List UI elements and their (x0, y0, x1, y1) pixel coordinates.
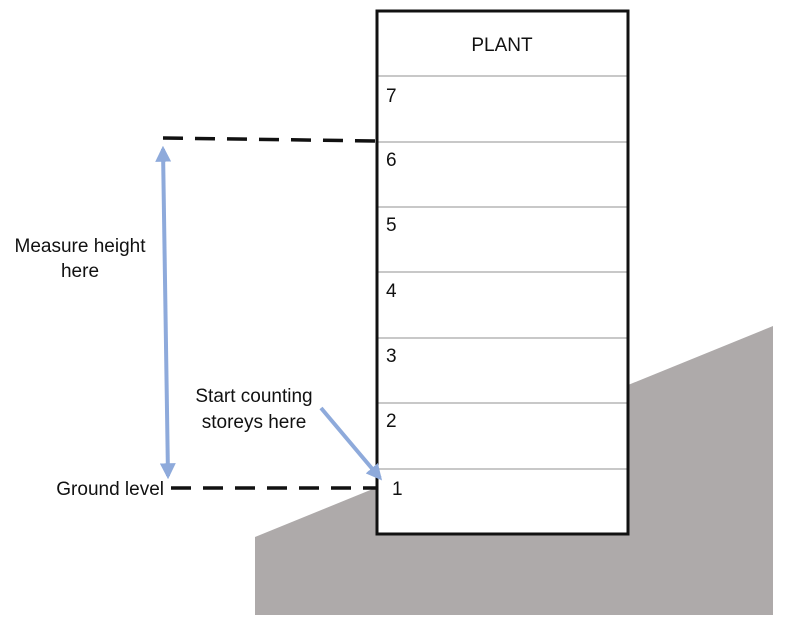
building-title: PLANT (471, 35, 533, 56)
count-start-arrow (319, 406, 383, 481)
storey-label-2: 2 (386, 411, 397, 432)
storey-label-4: 4 (386, 281, 397, 302)
storey-label-3: 3 (386, 346, 397, 367)
top-reference-dashed-line (162, 136, 378, 143)
storey-label-7: 7 (386, 86, 397, 107)
start-counting-label-line2: storeys here (202, 412, 307, 433)
storey-label-6: 6 (386, 150, 397, 171)
height-measurement-arrow (155, 145, 176, 480)
measure-height-label-line1: Measure height (15, 236, 147, 257)
start-counting-label-line1: Start counting (195, 386, 312, 407)
storey-label-1: 1 (392, 479, 403, 500)
storey-dividers (378, 75, 627, 470)
ground-level-label: Ground level (56, 479, 164, 500)
storey-label-5: 5 (386, 215, 397, 236)
measure-height-label-line2: here (61, 261, 99, 282)
